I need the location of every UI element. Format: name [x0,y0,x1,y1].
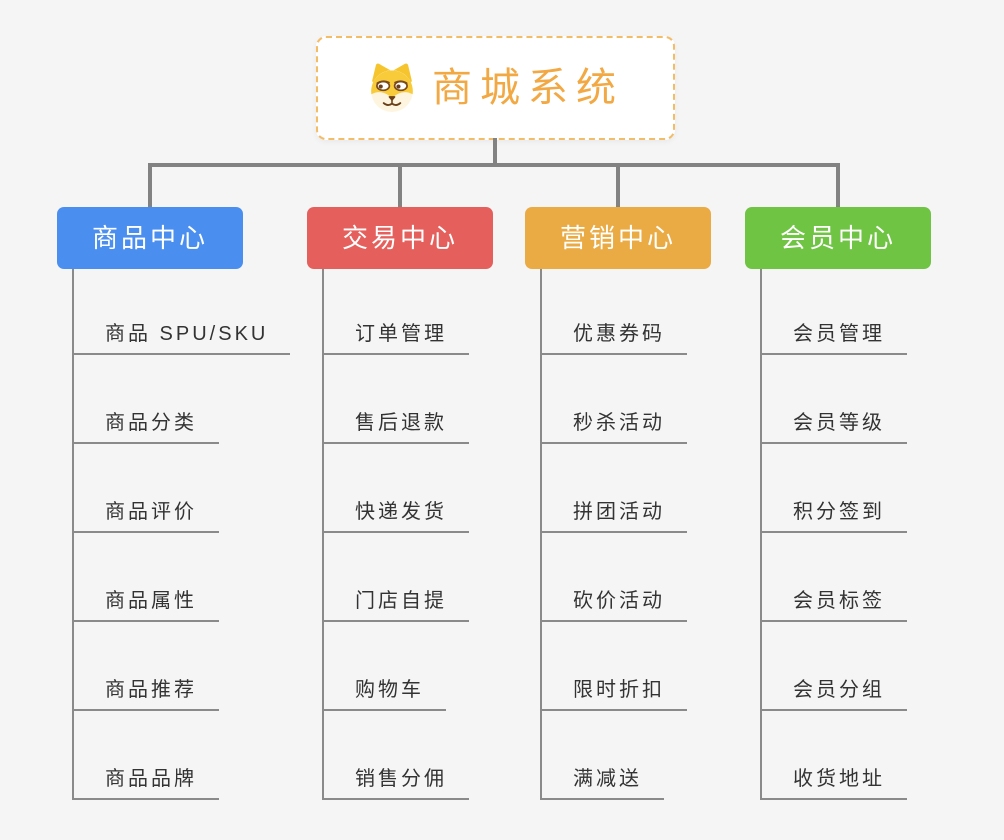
branch-header[interactable]: 商品中心 [57,207,243,269]
leaf-label: 优惠券码 [540,324,687,355]
branch-spine [760,269,762,800]
root-label: 商城系统 [432,66,624,110]
connector-root-stem [493,138,497,165]
leaf-label: 商品分类 [72,413,219,444]
leaf-label: 商品属性 [72,591,219,622]
leaf-topic[interactable]: 订单管理 [322,266,469,355]
connector-branch-drop [148,163,152,209]
leaf-label: 购物车 [322,680,446,711]
leaf-label: 会员标签 [760,591,907,622]
leaf-topic[interactable]: 会员管理 [760,266,907,355]
leaf-topic[interactable]: 会员等级 [760,355,907,444]
leaf-label: 积分签到 [760,502,907,533]
leaf-label: 商品评价 [72,502,219,533]
leaf-topic[interactable]: 商品属性 [72,533,290,622]
leaf-topic[interactable]: 秒杀活动 [540,355,687,444]
leaf-topic[interactable]: 商品推荐 [72,622,290,711]
branch-column-3: 营销中心 优惠券码 秒杀活动 拼团活动 砍价活动 限时折扣 满减送 [525,163,725,807]
leaf-topic[interactable]: 积分签到 [760,444,907,533]
leaf-label: 会员等级 [760,413,907,444]
branch-column-4: 会员中心 会员管理 会员等级 积分签到 会员标签 会员分组 收货地址 [745,163,945,807]
dog-face-icon [367,63,417,113]
leaf-label: 砍价活动 [540,591,687,622]
leaf-label: 门店自提 [322,591,469,622]
leaf-label: 会员分组 [760,680,907,711]
branch-header[interactable]: 交易中心 [307,207,493,269]
connector-branch-drop [836,163,840,209]
leaf-label: 订单管理 [322,324,469,355]
branch-spine [322,269,324,800]
leaf-label: 商品 SPU/SKU [72,324,291,355]
leaf-topic[interactable]: 优惠券码 [540,266,687,355]
leaf-topic[interactable]: 售后退款 [322,355,469,444]
branch-leaves: 优惠券码 秒杀活动 拼团活动 砍价活动 限时折扣 满减送 [540,266,687,800]
branch-header[interactable]: 会员中心 [745,207,931,269]
leaf-label: 秒杀活动 [540,413,687,444]
branch-leaves: 商品 SPU/SKU 商品分类 商品评价 商品属性 商品推荐 商品品牌 [72,266,291,800]
leaf-topic[interactable]: 满减送 [540,711,687,800]
branch-spine [72,269,74,800]
leaf-label: 售后退款 [322,413,469,444]
leaf-topic[interactable]: 商品分类 [72,355,290,444]
leaf-topic[interactable]: 会员标签 [760,533,907,622]
leaf-topic[interactable]: 快递发货 [322,444,469,533]
branch-label: 交易中心 [341,223,458,253]
leaf-topic[interactable]: 商品品牌 [72,711,290,800]
branch-header[interactable]: 营销中心 [525,207,711,269]
leaf-label: 拼团活动 [540,502,687,533]
leaf-topic[interactable]: 商品 SPU/SKU [72,266,291,355]
branch-leaves: 订单管理 售后退款 快递发货 门店自提 购物车 销售分佣 [322,266,469,800]
leaf-label: 商品品牌 [72,769,219,800]
branch-leaves: 会员管理 会员等级 积分签到 会员标签 会员分组 收货地址 [760,266,907,800]
leaf-topic[interactable]: 砍价活动 [540,533,687,622]
leaf-topic[interactable]: 门店自提 [322,533,469,622]
leaf-topic[interactable]: 商品评价 [72,444,290,533]
leaf-topic[interactable]: 拼团活动 [540,444,687,533]
leaf-label: 快递发货 [322,502,469,533]
branch-label: 营销中心 [559,223,676,253]
leaf-topic[interactable]: 会员分组 [760,622,907,711]
connector-branch-drop [616,163,620,209]
leaf-topic[interactable]: 限时折扣 [540,622,687,711]
branch-label: 商品中心 [91,223,208,253]
leaf-label: 收货地址 [760,769,907,800]
branch-column-2: 交易中心 订单管理 售后退款 快递发货 门店自提 购物车 销售分佣 [307,163,507,807]
branch-label: 会员中心 [779,223,896,253]
leaf-topic[interactable]: 销售分佣 [322,711,469,800]
leaf-label: 销售分佣 [322,769,469,800]
leaf-label: 满减送 [540,769,664,800]
leaf-label: 会员管理 [760,324,907,355]
leaf-label: 限时折扣 [540,680,687,711]
leaf-label: 商品推荐 [72,680,219,711]
branch-column-1: 商品中心 商品 SPU/SKU 商品分类 商品评价 商品属性 商品推荐 商品品牌 [57,163,291,807]
root-node[interactable]: 商城系统 [316,36,675,140]
connector-horizontal-bar [148,163,840,167]
branch-spine [540,269,542,800]
leaf-topic[interactable]: 收货地址 [760,711,907,800]
connector-branch-drop [398,163,402,209]
leaf-topic[interactable]: 购物车 [322,622,469,711]
